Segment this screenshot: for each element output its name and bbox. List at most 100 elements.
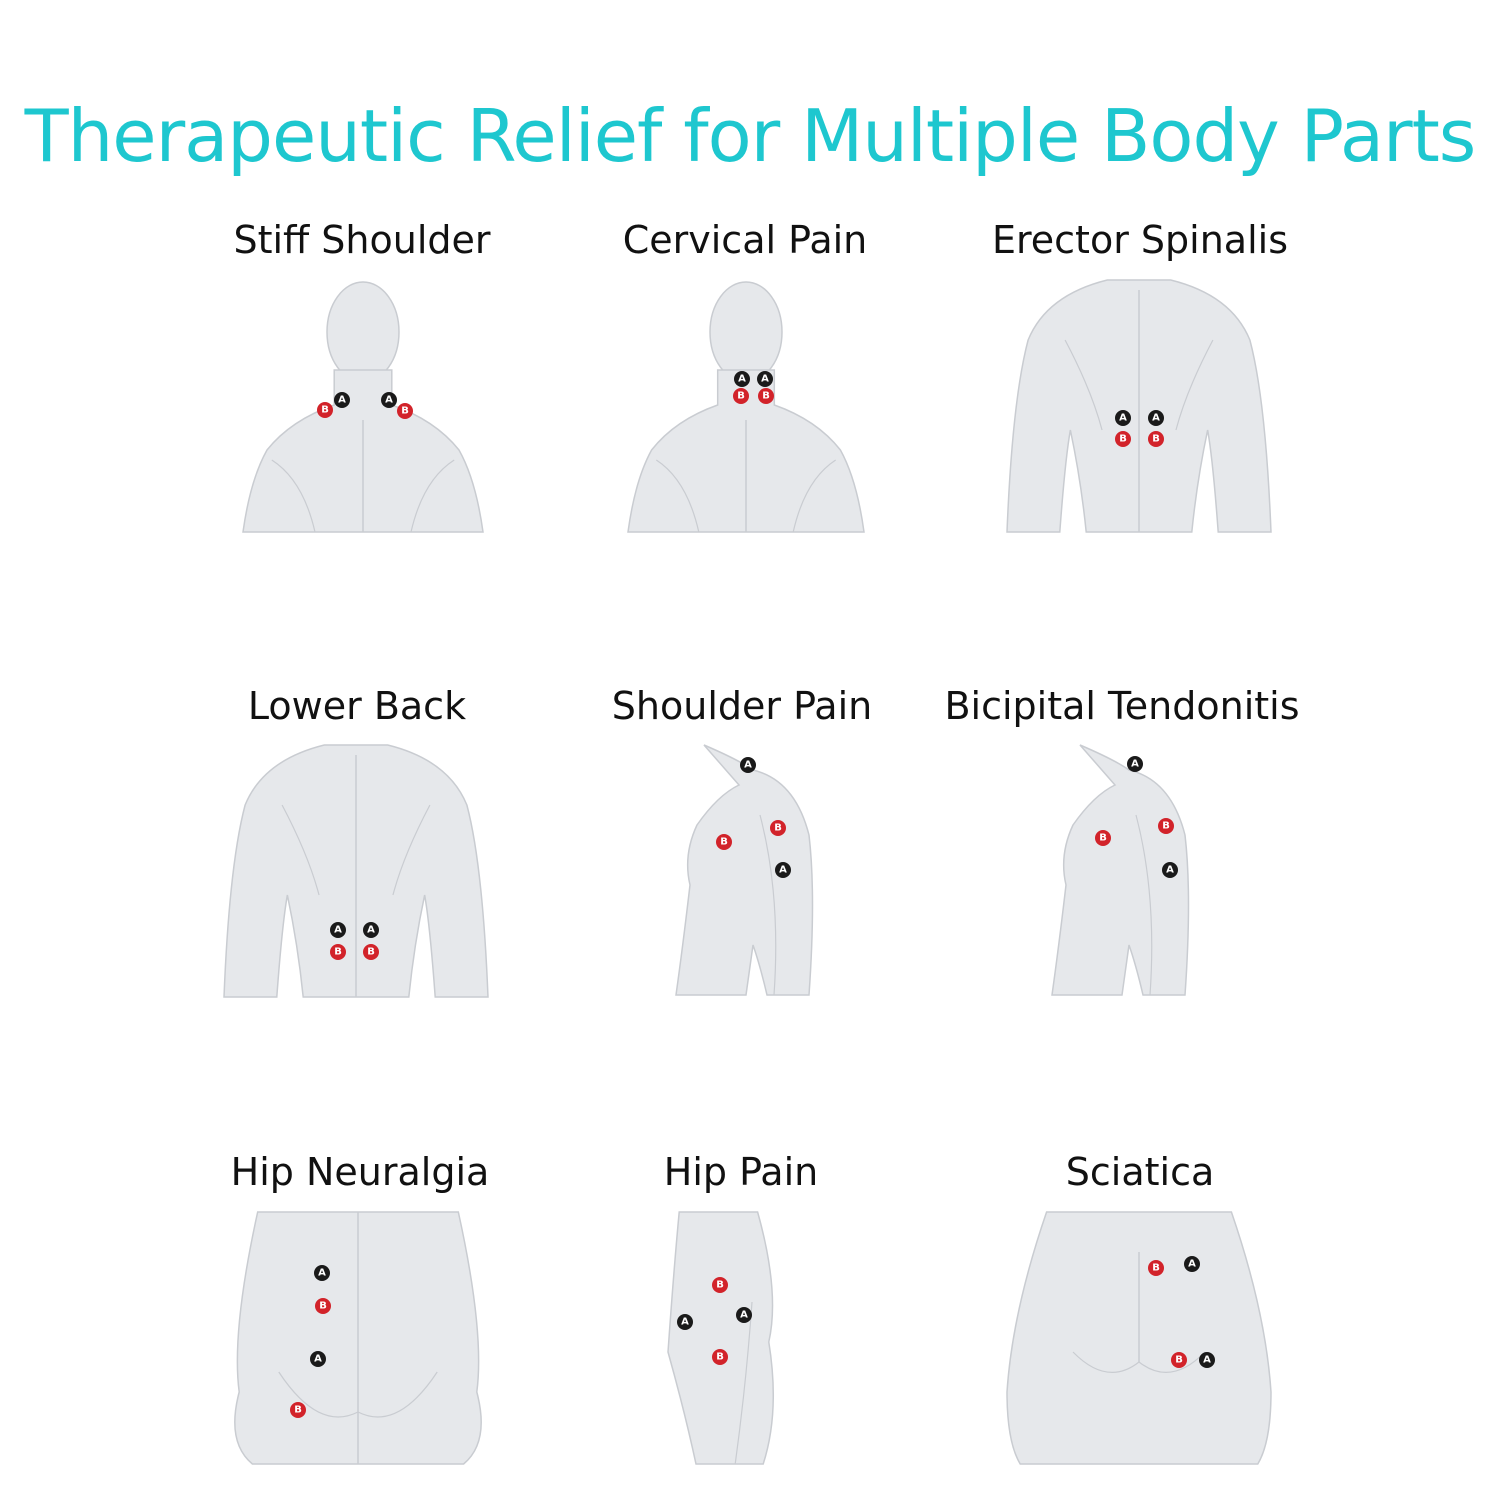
svg-text:B: B bbox=[294, 1405, 302, 1416]
electrode-a-marker: A bbox=[363, 922, 379, 938]
svg-text:B: B bbox=[367, 947, 375, 958]
electrode-a-marker: A bbox=[334, 392, 350, 408]
electrode-b-marker: B bbox=[1148, 1260, 1164, 1276]
electrode-a-marker: A bbox=[330, 922, 346, 938]
electrode-a-marker: A bbox=[1184, 1256, 1200, 1272]
svg-text:A: A bbox=[1203, 1355, 1211, 1366]
electrode-b-marker: B bbox=[758, 388, 774, 404]
electrode-b-marker: B bbox=[733, 388, 749, 404]
body-illustration bbox=[675, 744, 814, 996]
svg-text:B: B bbox=[1119, 434, 1127, 445]
figure: A B B A bbox=[675, 744, 814, 996]
svg-text:B: B bbox=[720, 837, 728, 848]
svg-text:A: A bbox=[318, 1268, 326, 1279]
body-illustration bbox=[1006, 279, 1272, 533]
electrode-b-marker: B bbox=[770, 820, 786, 836]
electrode-b-marker: B bbox=[716, 834, 732, 850]
figure: A B B A bbox=[1051, 744, 1190, 996]
svg-text:A: A bbox=[338, 395, 346, 406]
svg-text:A: A bbox=[744, 760, 752, 771]
svg-text:A: A bbox=[779, 865, 787, 876]
electrode-b-marker: B bbox=[712, 1277, 728, 1293]
svg-text:A: A bbox=[681, 1317, 689, 1328]
electrode-b-marker: B bbox=[317, 402, 333, 418]
body-illustration bbox=[667, 1211, 775, 1465]
panel-label: Lower Back bbox=[247, 684, 467, 728]
svg-text:B: B bbox=[1152, 434, 1160, 445]
svg-text:B: B bbox=[774, 823, 782, 834]
panel-label: Shoulder Pain bbox=[611, 684, 873, 728]
svg-text:A: A bbox=[738, 374, 746, 385]
svg-text:A: A bbox=[761, 374, 769, 385]
svg-text:A: A bbox=[1119, 413, 1127, 424]
svg-text:B: B bbox=[319, 1301, 327, 1312]
electrode-b-marker: B bbox=[330, 944, 346, 960]
electrode-a-marker: A bbox=[1162, 862, 1178, 878]
figure: A B A B bbox=[234, 1211, 482, 1465]
body-illustration bbox=[627, 281, 865, 533]
electrode-a-marker: A bbox=[734, 371, 750, 387]
svg-text:A: A bbox=[334, 925, 342, 936]
svg-text:B: B bbox=[1175, 1355, 1183, 1366]
svg-text:A: A bbox=[1166, 865, 1174, 876]
svg-text:A: A bbox=[740, 1310, 748, 1321]
electrode-b-marker: B bbox=[1158, 818, 1174, 834]
svg-text:B: B bbox=[401, 406, 409, 417]
figure: B A B A bbox=[1006, 1211, 1272, 1465]
panel-label: Hip Pain bbox=[663, 1150, 819, 1194]
page-title: Therapeutic Relief for Multiple Body Par… bbox=[24, 94, 1477, 178]
body-illustration bbox=[242, 281, 484, 533]
body-illustration bbox=[1006, 1211, 1272, 1465]
body-illustration bbox=[1051, 744, 1190, 996]
panel-label: Hip Neuralgia bbox=[230, 1150, 490, 1194]
electrode-a-marker: A bbox=[1127, 756, 1143, 772]
body-illustration bbox=[234, 1211, 482, 1465]
electrode-a-marker: A bbox=[775, 862, 791, 878]
svg-text:A: A bbox=[385, 395, 393, 406]
electrode-a-marker: A bbox=[314, 1265, 330, 1281]
electrode-b-marker: B bbox=[397, 403, 413, 419]
electrode-a-marker: A bbox=[1199, 1352, 1215, 1368]
svg-text:B: B bbox=[716, 1280, 724, 1291]
electrode-b-marker: B bbox=[363, 944, 379, 960]
svg-text:B: B bbox=[334, 947, 342, 958]
svg-text:A: A bbox=[1152, 413, 1160, 424]
electrode-b-marker: B bbox=[1171, 1352, 1187, 1368]
electrode-a-marker: A bbox=[1148, 410, 1164, 426]
panel-label: Bicipital Tendonitis bbox=[944, 684, 1300, 728]
svg-text:B: B bbox=[716, 1352, 724, 1363]
electrode-b-marker: B bbox=[712, 1349, 728, 1365]
svg-text:B: B bbox=[737, 391, 745, 402]
panel-label: Erector Spinalis bbox=[991, 218, 1288, 262]
panel-label: Stiff Shoulder bbox=[233, 218, 491, 262]
electrode-a-marker: A bbox=[736, 1307, 752, 1323]
svg-text:A: A bbox=[1131, 759, 1139, 770]
electrode-a-marker: A bbox=[740, 757, 756, 773]
electrode-b-marker: B bbox=[315, 1298, 331, 1314]
svg-text:B: B bbox=[1162, 821, 1170, 832]
electrode-b-marker: B bbox=[1115, 431, 1131, 447]
svg-text:B: B bbox=[762, 391, 770, 402]
electrode-a-marker: A bbox=[310, 1351, 326, 1367]
svg-text:A: A bbox=[367, 925, 375, 936]
electrode-a-marker: A bbox=[757, 371, 773, 387]
electrode-a-marker: A bbox=[1115, 410, 1131, 426]
svg-text:B: B bbox=[1152, 1263, 1160, 1274]
body-illustration bbox=[223, 744, 489, 998]
electrode-a-marker: A bbox=[677, 1314, 693, 1330]
panel-label: Cervical Pain bbox=[622, 218, 868, 262]
electrode-b-marker: B bbox=[290, 1402, 306, 1418]
electrode-b-marker: B bbox=[1148, 431, 1164, 447]
svg-text:B: B bbox=[321, 405, 329, 416]
figure: B A A B bbox=[667, 1211, 775, 1465]
svg-text:A: A bbox=[314, 1354, 322, 1365]
svg-text:B: B bbox=[1099, 833, 1107, 844]
electrode-a-marker: A bbox=[381, 392, 397, 408]
electrode-b-marker: B bbox=[1095, 830, 1111, 846]
svg-text:A: A bbox=[1188, 1259, 1196, 1270]
panel-label: Sciatica bbox=[1065, 1150, 1215, 1194]
